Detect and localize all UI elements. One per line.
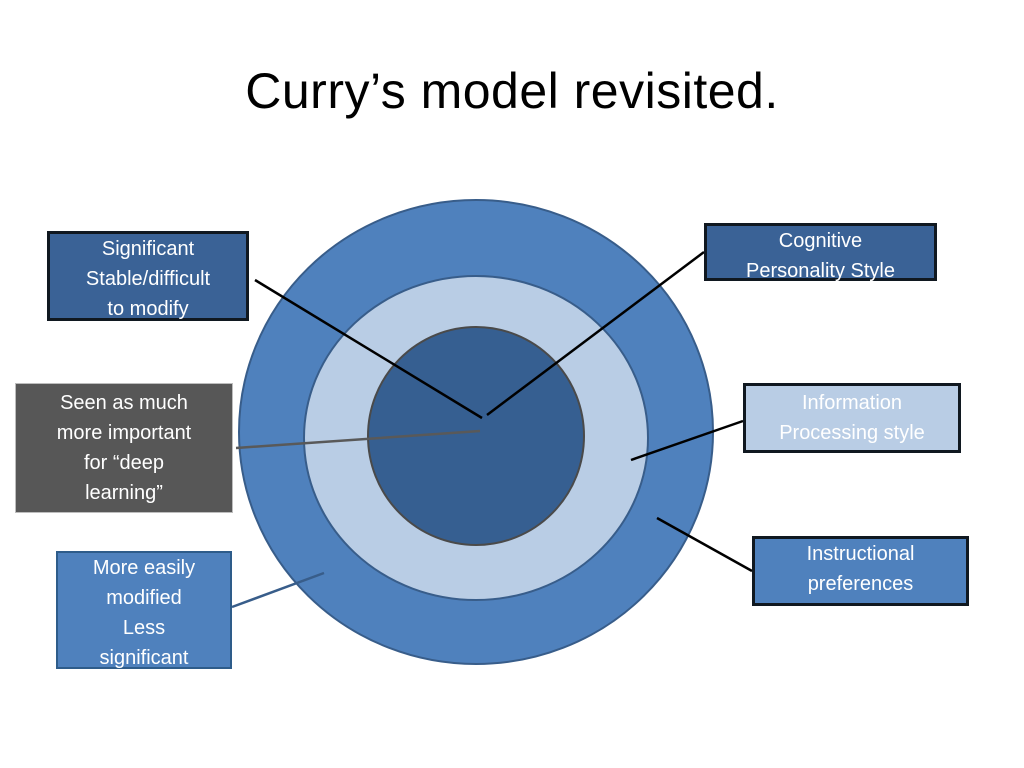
connector-significant xyxy=(254,278,483,420)
label-deep-learning: Seen as much more important for “deep le… xyxy=(15,383,233,513)
label-cognitive-personality-style: Cognitive Personality Style xyxy=(704,223,937,282)
connector-modified xyxy=(231,571,325,609)
label-instructional-preferences: Instructional preferences xyxy=(752,536,969,606)
slide-title: Curry’s model revisited. xyxy=(245,63,779,119)
connector-information xyxy=(630,419,744,462)
connector-deep-learning xyxy=(235,429,481,450)
label-information-processing-style: Information Processing style xyxy=(743,383,961,453)
label-more-easily-modified: More easily modified Less significant xyxy=(56,551,232,669)
connector-instructional xyxy=(656,516,753,573)
connector-cognitive xyxy=(486,251,705,416)
label-significant-stable: Significant Stable/difficult to modify xyxy=(47,231,249,321)
